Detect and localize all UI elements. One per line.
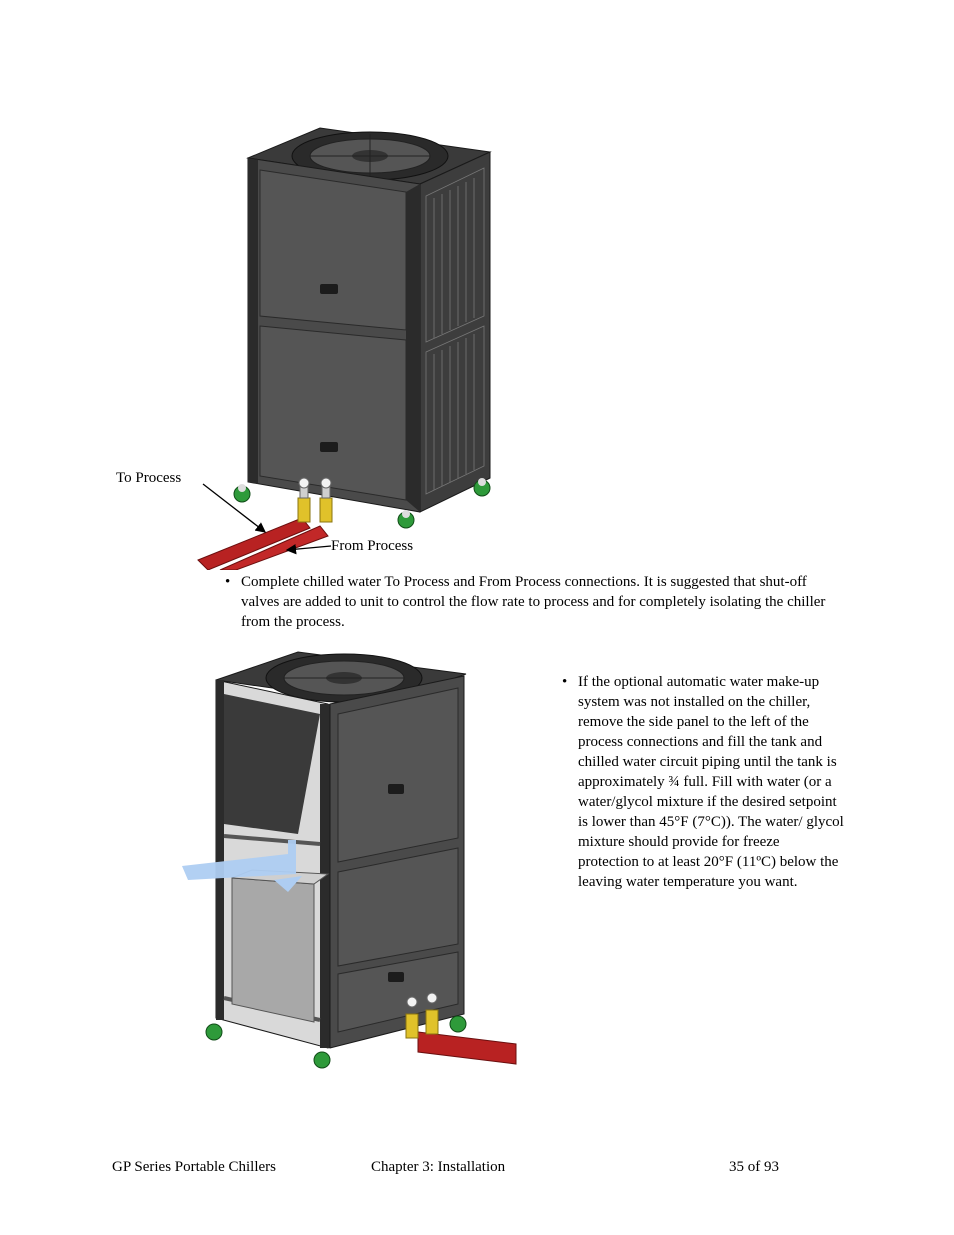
- to-process-arrow: [202, 483, 267, 533]
- bullet-text: If the optional automatic water make-up …: [578, 674, 844, 890]
- bullet-symbol: •: [562, 674, 568, 690]
- chiller-figure-1: [197, 127, 492, 570]
- callout-arrows: [202, 483, 332, 555]
- from-process-arrow: [285, 543, 332, 555]
- footer-page-number: 35 of 93: [729, 1159, 779, 1175]
- bullet-text: Complete chilled water To Process and Fr…: [241, 574, 826, 630]
- bullet-connections: • Complete chilled water To Process and …: [225, 572, 845, 634]
- to-process-label: To Process: [116, 470, 182, 486]
- from-process-label: From Process: [331, 538, 414, 554]
- bullet-water-fill: • If the optional automatic water make-u…: [562, 672, 846, 932]
- bullet-symbol: •: [225, 574, 231, 590]
- footer-document-title: GP Series Portable Chillers: [112, 1159, 277, 1175]
- footer-chapter: Chapter 3: Installation: [371, 1159, 506, 1175]
- chiller-figure-2: [182, 651, 517, 1069]
